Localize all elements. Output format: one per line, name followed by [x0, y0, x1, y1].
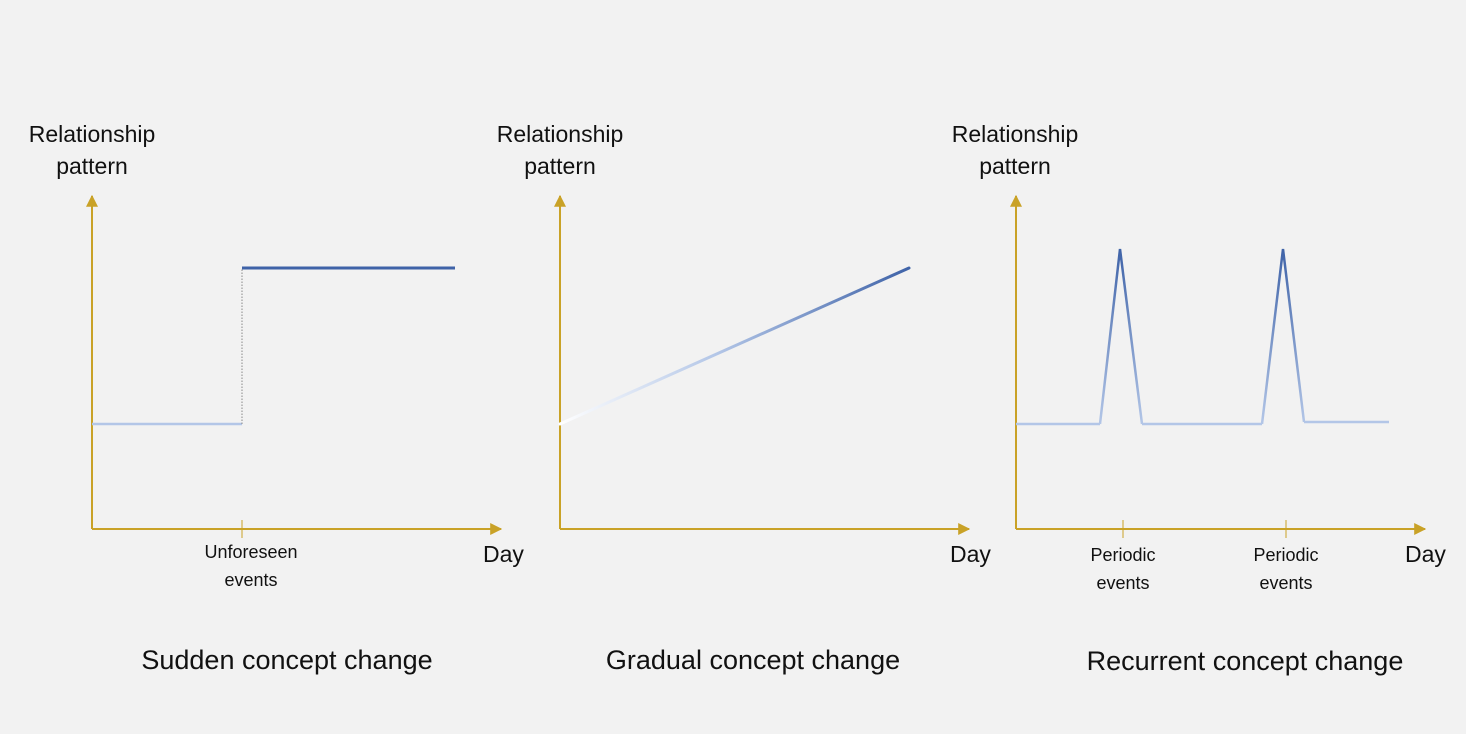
event-label-unforeseen: Unforeseen events: [204, 542, 298, 590]
caption-sudden: Sudden concept change: [141, 645, 433, 675]
y-label-recurrent: Relationship pattern: [951, 121, 1079, 179]
caption-recurrent: Recurrent concept change: [1086, 646, 1404, 676]
y-label-sudden: Relationship pattern: [28, 121, 156, 179]
recurrent-peak-1: [1098, 248, 1144, 425]
panel-gradual: [554, 194, 971, 535]
gradual-trend-line: [558, 266, 911, 426]
panel-sudden: [86, 194, 503, 538]
x-label-gradual: Day: [950, 541, 991, 567]
panel-recurrent: [1010, 194, 1427, 538]
caption-gradual: Gradual concept change: [605, 645, 901, 675]
recurrent-peak-2: [1260, 248, 1306, 425]
event-label-periodic-2: Periodic events: [1253, 545, 1319, 593]
event-label-periodic-1: Periodic events: [1090, 545, 1156, 593]
y-label-gradual: Relationship pattern: [496, 121, 624, 179]
x-label-recurrent: Day: [1405, 541, 1446, 567]
x-label-sudden: Day: [483, 541, 524, 567]
